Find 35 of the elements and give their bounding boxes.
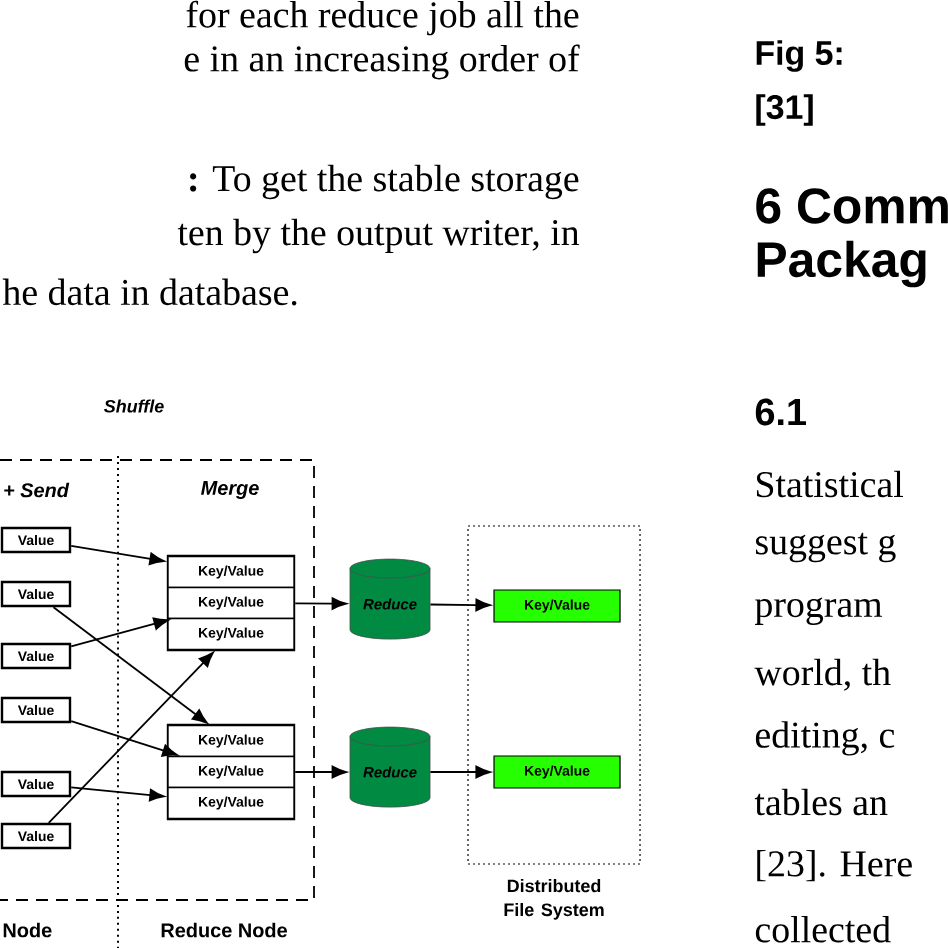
section-heading: Packag: [757, 240, 926, 288]
figure-caption: [31]: [756, 94, 813, 126]
body-text: for each reduce job all the: [186, 0, 579, 36]
arrow: [429, 598, 491, 612]
arrow: [70, 786, 165, 802]
body-text: suggest g: [756, 532, 896, 563]
subsection-heading: 6.1: [755, 398, 806, 426]
arrow: [52, 606, 208, 724]
arrow: [70, 544, 165, 566]
column-heading: Merge: [201, 481, 259, 499]
body-text: editing, c: [755, 721, 895, 756]
node-label: Reduce Node: [161, 922, 287, 938]
region-heading: Shuffle: [104, 399, 164, 413]
body-text: program: [755, 597, 883, 625]
body-text: tables an: [754, 788, 888, 816]
arrow: [429, 765, 491, 779]
body-text: Statistical: [756, 470, 903, 498]
node-label: Distributed File System: [504, 879, 604, 920]
arrow: [294, 765, 347, 779]
figure-caption: Fig 5:: [756, 40, 842, 72]
arrow: [70, 720, 178, 757]
body-text: ten by the output writer, in: [177, 218, 580, 254]
body-text: e in an increasing order of: [184, 44, 580, 80]
body-text: world, th: [754, 658, 891, 691]
body-text: he data in database.: [2, 278, 297, 306]
body-text: [23]. Here: [757, 849, 912, 882]
arrow: [70, 617, 169, 648]
section-heading: 6 Comm: [756, 188, 948, 224]
column-heading: + Send: [4, 482, 70, 498]
body-text: collected: [755, 915, 891, 943]
arrow: [294, 597, 347, 610]
arrow: [47, 651, 214, 824]
shuffle-region: [0, 459, 315, 901]
node-label: Node: [3, 922, 52, 938]
body-text: : To get the stable storage: [190, 164, 579, 200]
